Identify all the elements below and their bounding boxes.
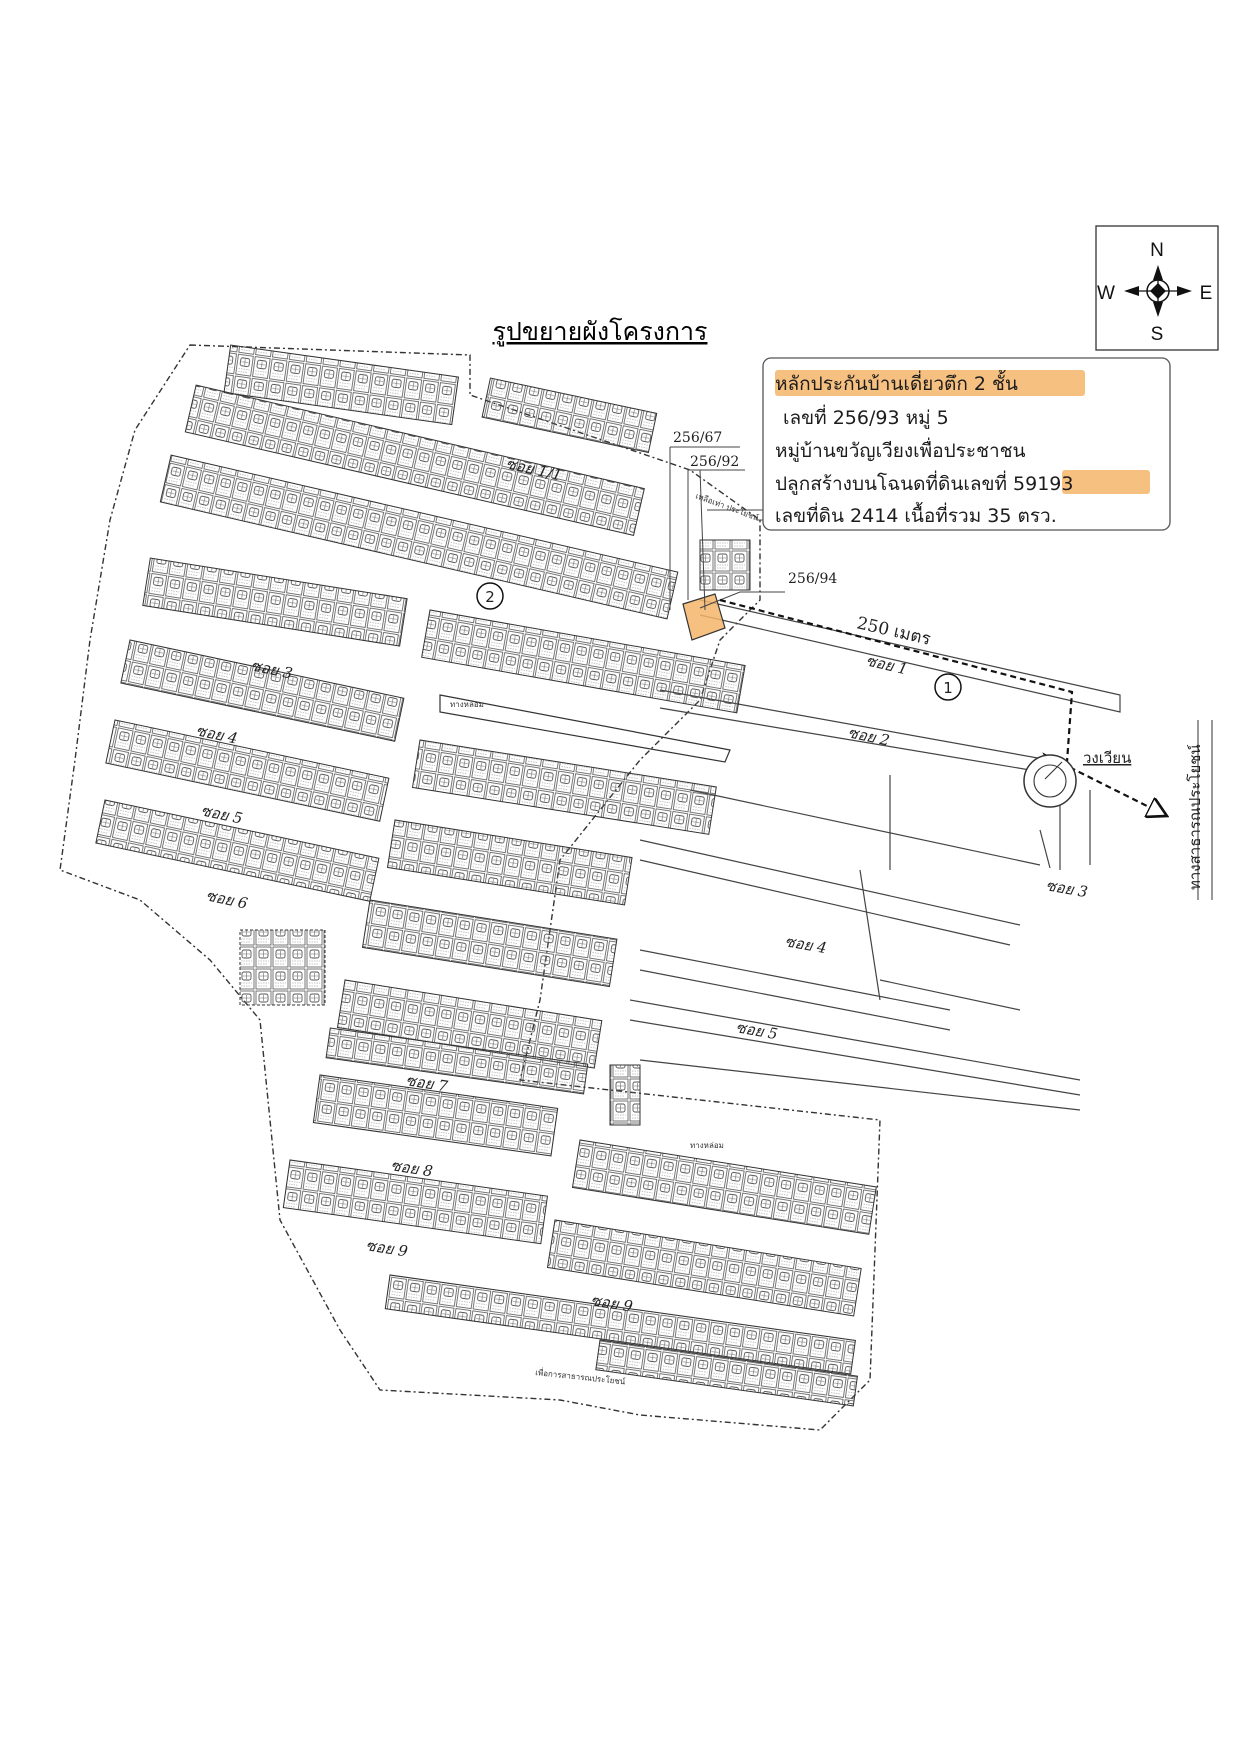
roundabout-label: วงเวียน xyxy=(1083,749,1131,767)
house-block xyxy=(120,639,405,742)
house-block xyxy=(609,1064,641,1126)
info-line-2: เลขที่ 256/93 หมู่ 5 xyxy=(783,404,949,429)
canal: ทางหล่อม ทางหล่อม xyxy=(439,694,731,1150)
site-boundary xyxy=(59,344,881,1431)
house-block xyxy=(105,719,390,822)
house-block xyxy=(546,1219,862,1317)
map-title: รูปขยายผังโครงการ xyxy=(493,317,708,347)
soi-1-label: ซอย 1 xyxy=(864,651,909,678)
house-block xyxy=(361,899,618,988)
compass-west-label: W xyxy=(1097,283,1115,304)
house-block xyxy=(312,1074,559,1157)
house-block xyxy=(699,539,751,591)
house-block xyxy=(282,1159,549,1245)
soi-9-left-label: ซอย 9 xyxy=(364,1236,409,1260)
house-blocks xyxy=(95,344,877,1407)
house-block xyxy=(571,1139,877,1235)
soi-6-label: ซอย 6 xyxy=(204,886,250,912)
roundabout xyxy=(1023,754,1077,808)
canal-label-1: ทางหล่อม xyxy=(450,700,484,709)
house-block xyxy=(595,1339,859,1407)
house-ref-256-92: 256/92 xyxy=(690,454,739,470)
info-line-5: เลขที่ดิน 2414 เนื้อที่รวม 35 ตรว. xyxy=(775,502,1057,527)
marker-1: 1 xyxy=(934,673,962,701)
marker-2: 2 xyxy=(476,582,504,610)
house-block xyxy=(159,454,679,620)
collateral-info-box: หลักประกันบ้านเดี่ยวตึก 2 ชั้น เลขที่ 25… xyxy=(762,357,1171,531)
house-block xyxy=(384,1274,856,1375)
house-block xyxy=(386,819,633,906)
info-line-4: ปลูกสร้างบนโฉนดที่ดินเลขที่ 59193 xyxy=(775,470,1073,495)
info-highlight-deed xyxy=(1062,470,1150,494)
marker-2-number: 2 xyxy=(485,588,495,606)
house-block xyxy=(481,377,658,454)
house-block xyxy=(239,929,326,1006)
house-block xyxy=(95,799,380,902)
soi-4-right-label: ซอย 4 xyxy=(783,932,828,957)
subject-plot-highlight xyxy=(683,594,725,640)
public-road xyxy=(1197,720,1213,900)
soi-2-label: ซอย 2 xyxy=(846,723,891,749)
compass-icon xyxy=(1124,265,1192,317)
house-block xyxy=(421,609,746,714)
house-ref-256-67: 256/67 xyxy=(673,430,722,446)
info-highlight-line1 xyxy=(775,370,1085,396)
info-line-3: หมู่บ้านขวัญเวียงเพื่อประชาชน xyxy=(775,437,1026,462)
soi-3-right-label: ซอย 3 xyxy=(1044,876,1089,901)
house-block xyxy=(325,1027,589,1095)
top-path-label: เหลือเท่า ประโยชน์ xyxy=(694,490,760,522)
canal-label-2: ทางหล่อม xyxy=(690,1141,724,1150)
soi-5-right-label: ซอย 5 xyxy=(734,1018,779,1043)
compass-rose: N S W E xyxy=(1095,225,1219,351)
house-ref-256-94: 256/94 xyxy=(788,571,837,587)
marker-1-number: 1 xyxy=(943,679,953,697)
house-block xyxy=(184,384,645,536)
house-block xyxy=(411,739,717,835)
house-block xyxy=(142,557,408,647)
public-road-label: ทางสาธารณประโยชน์ xyxy=(1186,744,1204,890)
compass-east-label: E xyxy=(1200,283,1213,304)
compass-north-label: N xyxy=(1150,240,1164,261)
compass-south-label: S xyxy=(1151,324,1164,345)
road-lines xyxy=(629,599,1121,1111)
house-block xyxy=(223,344,460,426)
info-line-1: หลักประกันบ้านเดี่ยวตึก 2 ชั้น xyxy=(775,370,1018,395)
